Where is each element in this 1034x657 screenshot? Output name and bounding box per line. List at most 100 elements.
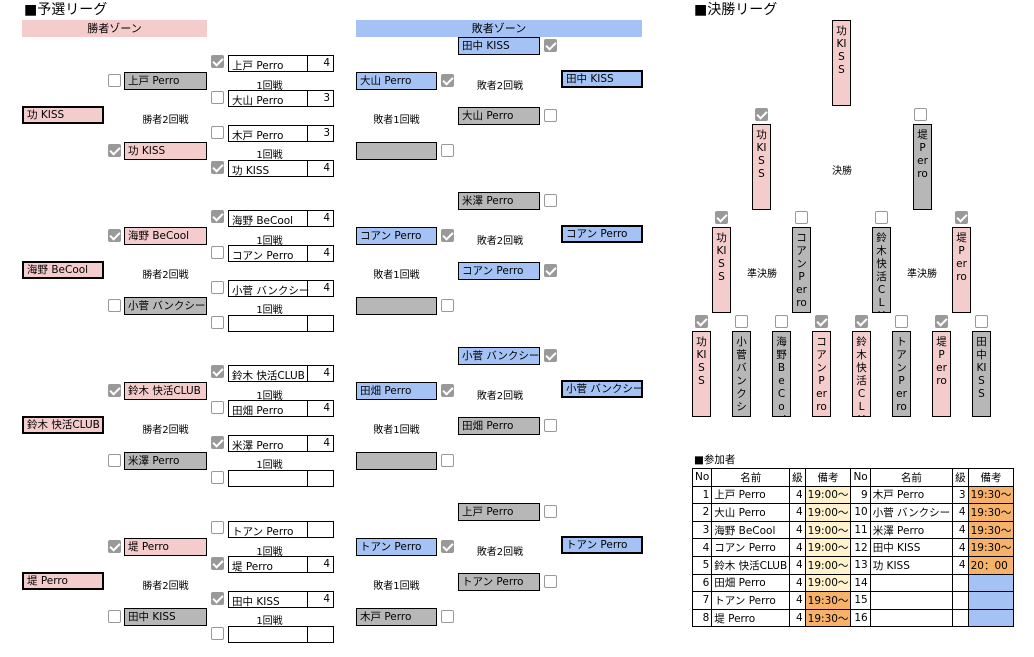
final-title: ■決勝リーグ <box>694 2 778 18</box>
match-checkbox[interactable] <box>108 229 121 242</box>
match-checkbox[interactable] <box>544 505 557 518</box>
match-checkbox[interactable] <box>875 211 888 224</box>
loser-slot <box>356 297 437 315</box>
table-cell: 4 <box>789 485 806 505</box>
player-name: 鈴木 快活CLUB <box>232 370 305 382</box>
match-checkbox[interactable] <box>108 540 121 553</box>
match-checkbox[interactable] <box>441 229 454 242</box>
match-checkbox[interactable] <box>755 108 768 121</box>
match-checkbox[interactable] <box>441 610 454 623</box>
match-checkbox[interactable] <box>815 315 828 328</box>
final-player-name: 田中KISS <box>976 336 987 400</box>
match-checkbox[interactable] <box>544 264 557 277</box>
match-checkbox[interactable] <box>544 349 557 362</box>
match-checkbox[interactable] <box>211 521 224 534</box>
losers-zone-header: 敗者ゾーン <box>356 20 642 37</box>
table-cell: 海野 BeCool <box>711 520 791 540</box>
match-checkbox[interactable] <box>211 627 224 640</box>
table-cell: 大山 Perro <box>711 503 791 522</box>
table-cell: 19:30～ <box>967 538 1015 557</box>
match-checkbox[interactable] <box>441 299 454 312</box>
table-cell: トアン Perro <box>711 591 791 610</box>
match-checkbox[interactable] <box>108 299 121 312</box>
match-checkbox[interactable] <box>441 454 454 467</box>
score: 4 <box>307 161 333 176</box>
match-checkbox[interactable] <box>108 144 121 157</box>
match-checkbox[interactable] <box>441 144 454 157</box>
loser-slot: 小菅 バンクシー <box>458 347 540 365</box>
match-checkbox[interactable] <box>211 91 224 104</box>
match-checkbox[interactable] <box>108 610 121 623</box>
round-label: 敗者1回戦 <box>373 581 420 592</box>
final-player-box: 堤Perro <box>913 124 932 210</box>
match-checkbox[interactable] <box>975 315 988 328</box>
match-checkbox[interactable] <box>955 211 968 224</box>
match-checkbox[interactable] <box>735 315 748 328</box>
final-player-box: 堤Perro <box>952 227 971 313</box>
table-cell: 級 <box>789 468 806 487</box>
match-checkbox[interactable] <box>211 246 224 259</box>
match-checkbox[interactable] <box>855 315 868 328</box>
table-cell: 19:00～ <box>804 520 852 540</box>
table-cell: 19:00～ <box>804 555 852 575</box>
match-checkbox[interactable] <box>544 575 557 588</box>
match-checkbox[interactable] <box>211 316 224 329</box>
match-checkbox[interactable] <box>795 211 808 224</box>
match-checkbox[interactable] <box>211 557 224 570</box>
match-checkbox[interactable] <box>211 365 224 378</box>
match-checkbox[interactable] <box>715 211 728 224</box>
match-checkbox[interactable] <box>544 39 557 52</box>
player-name: 上戸 Perro <box>232 60 284 72</box>
match-checkbox[interactable] <box>775 315 788 328</box>
match-checkbox[interactable] <box>211 401 224 414</box>
match-checkbox[interactable] <box>211 592 224 605</box>
table-cell: 名前 <box>711 468 791 487</box>
winner-result: 鈴木 快活CLUB <box>22 416 104 434</box>
score <box>307 471 333 486</box>
match-checkbox[interactable] <box>695 315 708 328</box>
round-label: 1回戦 <box>256 81 283 92</box>
match-checkbox[interactable] <box>108 74 121 87</box>
table-cell: 4 <box>952 538 969 557</box>
round-label: 敗者1回戦 <box>373 425 420 436</box>
round-label: 敗者2回戦 <box>476 547 524 558</box>
match-checkbox[interactable] <box>108 384 121 397</box>
match-checkbox[interactable] <box>935 315 948 328</box>
final-player-name: 堤Perro <box>956 232 967 283</box>
match-checkbox[interactable] <box>211 471 224 484</box>
match-checkbox[interactable] <box>211 161 224 174</box>
match-checkbox[interactable] <box>544 419 557 432</box>
match-checkbox[interactable] <box>544 194 557 207</box>
score-slot <box>228 315 334 332</box>
match-checkbox[interactable] <box>441 74 454 87</box>
table-cell: 7 <box>691 591 713 610</box>
final-player-box: コアンPerro <box>792 227 811 313</box>
match-checkbox[interactable] <box>441 540 454 553</box>
match-checkbox[interactable] <box>211 436 224 449</box>
table-cell: 19:00～ <box>804 538 852 557</box>
loser-slot: トアン Perro <box>458 573 540 591</box>
match-checkbox[interactable] <box>441 384 454 397</box>
match-checkbox[interactable] <box>544 109 557 122</box>
match-checkbox[interactable] <box>108 454 121 467</box>
final-player-name: 功KISS <box>716 232 727 283</box>
table-cell: 16 <box>850 608 871 628</box>
match-checkbox[interactable] <box>895 315 908 328</box>
match-checkbox[interactable] <box>211 55 224 68</box>
match-checkbox[interactable] <box>211 281 224 294</box>
table-cell <box>952 591 969 610</box>
table-cell: 田畑 Perro <box>711 573 791 593</box>
match-checkbox[interactable] <box>211 210 224 223</box>
match-checkbox[interactable] <box>914 108 927 121</box>
match-checkbox[interactable] <box>211 126 224 139</box>
player-name: コアン Perro <box>232 250 294 262</box>
